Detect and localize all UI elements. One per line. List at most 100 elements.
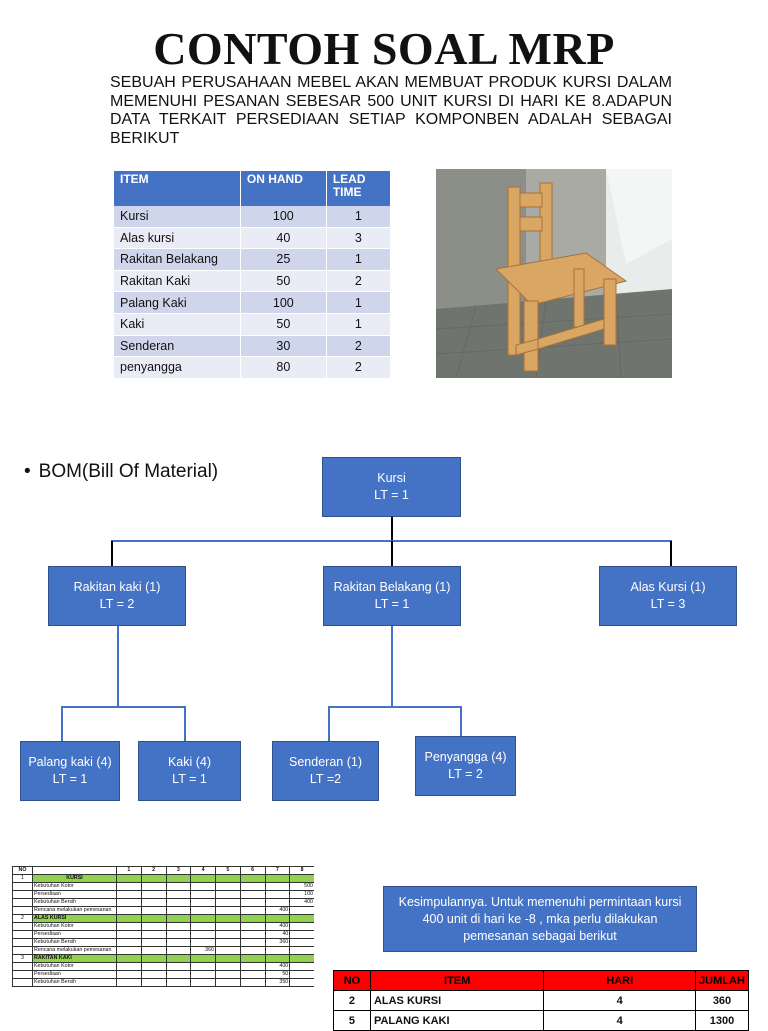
mrp-value: 400 [264, 906, 291, 915]
inventory-item-name: Kursi [114, 206, 241, 228]
mrp-cell [116, 914, 142, 923]
mrp-cell [116, 954, 142, 963]
bom-node-lead-time: LT = 2 [448, 767, 483, 781]
inventory-header-item: ITEM [114, 171, 241, 206]
mrp-value [190, 978, 216, 987]
inventory-item-name: Senderan [114, 335, 241, 358]
mrp-cell [12, 898, 33, 907]
inventory-on-hand: 50 [240, 270, 327, 293]
mrp-cell [239, 954, 266, 963]
mrp-value [289, 930, 314, 939]
bom-node-lead-time: LT = 1 [52, 772, 88, 786]
mrp-value [116, 962, 142, 971]
order-no: 2 [333, 990, 371, 1011]
mrp-value [264, 898, 291, 907]
order-row: 5 PALANG KAKI 4 1300 [333, 1010, 750, 1031]
mrp-value [215, 970, 241, 979]
mrp-section-no: 1 [12, 874, 33, 883]
order-row: 2 ALAS KURSI 4 360 [333, 990, 750, 1011]
mrp-value [165, 922, 192, 931]
mrp-value [116, 898, 142, 907]
inventory-item-name: Alas kursi [114, 227, 241, 250]
mrp-header-cell: 6 [239, 866, 266, 875]
mrp-cell [12, 922, 33, 931]
mrp-row-label: Rencana melakukan pemesanan [32, 946, 117, 955]
mrp-value [165, 946, 192, 955]
mrp-row-label: Kebutuhan Kotor [32, 922, 117, 931]
mrp-value: 50 [264, 970, 291, 979]
inventory-lead-time: 2 [326, 335, 391, 358]
mrp-cell [289, 954, 314, 963]
mrp-header-cell: 5 [215, 866, 241, 875]
inventory-item-name: Rakitan Belakang [114, 249, 241, 271]
bom-node-name: Penyangga (4) [424, 750, 507, 764]
inventory-lead-time: 3 [326, 227, 391, 250]
inventory-lead-time: 1 [326, 292, 391, 314]
mrp-value [215, 882, 241, 891]
mrp-header-cell: 8 [289, 866, 314, 875]
mrp-section-name: ALAS KURSI [32, 914, 117, 923]
mrp-value: 360 [190, 946, 216, 955]
mrp-header-cell: 3 [165, 866, 192, 875]
mrp-cell [190, 874, 216, 883]
mrp-header-cell: NO [12, 866, 33, 875]
mrp-value [239, 946, 266, 955]
connector-line [61, 706, 63, 741]
bom-node-rakitan-belakang: Rakitan Belakang (1) LT = 1 [323, 566, 461, 626]
mrp-value [190, 962, 216, 971]
bom-label-text: BOM(Bill Of Material) [38, 461, 219, 482]
mrp-value [239, 906, 266, 915]
inventory-on-hand: 40 [240, 227, 327, 250]
mrp-value [239, 898, 266, 907]
mrp-value [239, 970, 266, 979]
conclusion-box: Kesimpulannya. Untuk memenuhi permintaan… [383, 886, 697, 952]
order-jumlah: 360 [694, 990, 750, 1011]
mrp-cell [12, 978, 33, 987]
mrp-cell [239, 874, 266, 883]
intro-paragraph: SEBUAH PERUSAHAAN MEBEL AKAN MEMBUAT PRO… [110, 74, 672, 147]
mrp-value [215, 938, 241, 947]
mrp-value [289, 938, 314, 947]
mrp-value [215, 962, 241, 971]
mrp-value [289, 978, 314, 987]
order-header-jumlah: JUMLAH [694, 970, 750, 991]
mrp-value [140, 898, 167, 907]
bom-node-lead-time: LT = 3 [650, 597, 686, 611]
mrp-cell [116, 874, 142, 883]
mrp-value [165, 930, 192, 939]
mrp-cell [215, 914, 241, 923]
mrp-section-no: 2 [12, 914, 33, 923]
mrp-value [215, 930, 241, 939]
inventory-on-hand: 80 [240, 357, 327, 379]
mrp-value [239, 930, 266, 939]
mrp-cell [264, 914, 291, 923]
mrp-value [140, 930, 167, 939]
mrp-value [215, 890, 241, 899]
mrp-cell [12, 970, 33, 979]
mrp-value [239, 922, 266, 931]
mrp-value [264, 890, 291, 899]
mrp-value [165, 978, 192, 987]
mrp-cell [140, 954, 167, 963]
inventory-header-lead-time: LEAD TIME [326, 171, 391, 206]
mrp-cell [12, 890, 33, 899]
bom-node-lead-time: LT = 1 [374, 488, 409, 502]
page-title: CONTOH SOAL MRP [153, 23, 615, 74]
mrp-cell [140, 874, 167, 883]
mrp-value [215, 922, 241, 931]
bom-node-name: Kaki (4) [167, 755, 212, 769]
mrp-value [289, 906, 314, 915]
inventory-on-hand: 100 [240, 206, 327, 228]
bom-node-name: Senderan (1) [289, 755, 362, 769]
mrp-value [116, 922, 142, 931]
mrp-value [215, 946, 241, 955]
mrp-value: 40 [264, 930, 291, 939]
mrp-value [116, 938, 142, 947]
